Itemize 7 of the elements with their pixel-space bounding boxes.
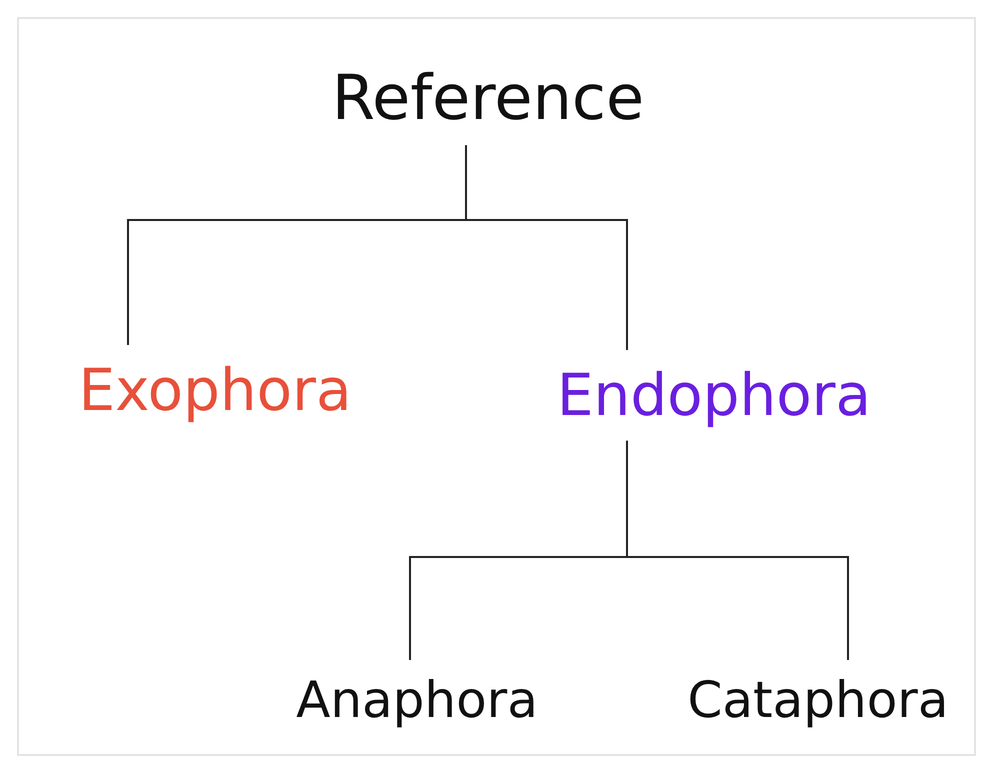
tree-connector <box>626 440 849 660</box>
term-label: Exophora <box>74 345 356 436</box>
tree-connector <box>465 145 628 350</box>
term-label: Cataphora <box>684 660 952 742</box>
term-label: Reference <box>328 50 648 146</box>
term-label: Anaphora <box>292 660 542 742</box>
term-label: Endophora <box>552 350 876 441</box>
